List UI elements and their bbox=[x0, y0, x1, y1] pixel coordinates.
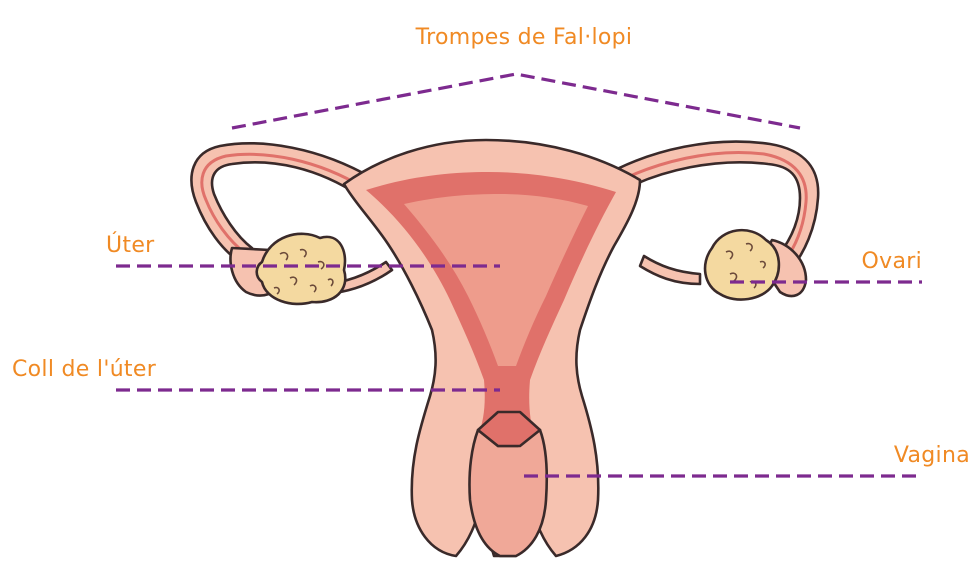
tubes-guide-line bbox=[232, 74, 800, 128]
right-ovarian-ligament bbox=[640, 256, 700, 284]
label-vagina: Vagina bbox=[894, 443, 970, 468]
label-cervix: Coll de l'úter bbox=[12, 357, 157, 382]
anatomy-illustration bbox=[191, 140, 818, 556]
left-ovary bbox=[257, 234, 346, 304]
vaginal-canal bbox=[469, 430, 546, 556]
label-fallopian-tubes: Trompes de Fal·lopi bbox=[415, 25, 633, 50]
label-ovary: Ovari bbox=[862, 249, 922, 274]
label-uterus: Úter bbox=[106, 232, 155, 258]
right-ovary bbox=[705, 230, 779, 299]
